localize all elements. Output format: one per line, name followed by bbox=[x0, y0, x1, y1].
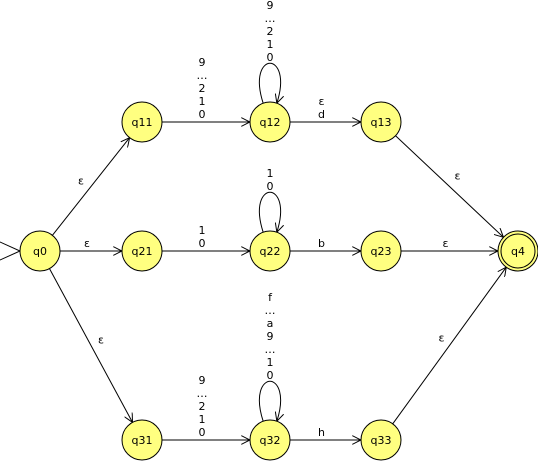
transition-label: ε bbox=[84, 237, 90, 250]
transition-label: 9 bbox=[267, 0, 274, 12]
transition-label: 1 bbox=[199, 413, 206, 426]
transition-label: 0 bbox=[199, 108, 206, 121]
transition-label: … bbox=[265, 304, 276, 317]
transition-label: … bbox=[197, 387, 208, 400]
transition-label: 1 bbox=[199, 95, 206, 108]
state-circle bbox=[121, 419, 163, 461]
state-circle bbox=[121, 230, 163, 272]
transition-q13-q4: ε bbox=[395, 135, 504, 238]
state-q33: q33 bbox=[360, 419, 402, 461]
transition-label: 2 bbox=[199, 400, 206, 413]
self-loop-edge bbox=[258, 192, 280, 232]
transition-label: 1 bbox=[199, 224, 206, 237]
state-circle bbox=[121, 101, 163, 143]
state-q31: q31 bbox=[121, 419, 163, 461]
state-q13: q13 bbox=[360, 101, 402, 143]
transition-label: b bbox=[318, 237, 325, 250]
transition-q11-q12: 9…210 bbox=[162, 56, 250, 122]
transition-label: 9 bbox=[199, 374, 206, 387]
transition-label: 2 bbox=[267, 25, 274, 38]
transition-label: d bbox=[318, 108, 325, 121]
state-label: q22 bbox=[260, 245, 281, 258]
state-circle bbox=[360, 101, 402, 143]
state-label: q33 bbox=[371, 434, 392, 447]
state-label: q23 bbox=[371, 245, 392, 258]
transition-label: ε bbox=[455, 170, 461, 183]
transition-q0-q21: ε bbox=[60, 237, 122, 251]
accepting-ring bbox=[500, 233, 536, 269]
state-circle bbox=[249, 101, 291, 143]
transition-label: 9 bbox=[199, 56, 206, 69]
transition-q23-q4: ε bbox=[401, 237, 498, 251]
transition-label: 1 bbox=[267, 38, 274, 51]
transition-q21-q22: 10 bbox=[162, 224, 250, 251]
transition-label: … bbox=[265, 343, 276, 356]
transition-label: 0 bbox=[267, 180, 274, 193]
transition-label: 0 bbox=[199, 426, 206, 439]
state-circle bbox=[360, 419, 402, 461]
self-loop-edge bbox=[258, 381, 280, 421]
transition-label: h bbox=[318, 426, 325, 439]
states: q0 q11 q12 q13 q21 q22 q23 q31 q32 q33 q4 bbox=[19, 101, 538, 461]
state-q32: q32 bbox=[249, 419, 291, 461]
state-circle bbox=[497, 230, 538, 272]
transition-q32-q33: h bbox=[290, 426, 361, 440]
state-q23: q23 bbox=[360, 230, 402, 272]
state-label: q31 bbox=[132, 434, 153, 447]
transition-label: ε bbox=[443, 237, 449, 250]
state-q4: q4 bbox=[497, 230, 538, 272]
state-circle bbox=[249, 230, 291, 272]
state-q22: q22 bbox=[249, 230, 291, 272]
state-q21: q21 bbox=[121, 230, 163, 272]
transition-label: 0 bbox=[267, 369, 274, 382]
transition-label: 2 bbox=[199, 82, 206, 95]
state-label: q11 bbox=[132, 116, 153, 129]
state-label: q32 bbox=[260, 434, 281, 447]
transition-label: ε bbox=[78, 175, 84, 188]
transition-q0-q31: ε bbox=[49, 268, 132, 423]
transition-label: 0 bbox=[267, 51, 274, 64]
transition-q12-q12: 9…210 bbox=[258, 0, 280, 103]
state-circle bbox=[249, 419, 291, 461]
transition-q32-q32: f…a9…10 bbox=[258, 291, 280, 421]
state-label: q0 bbox=[33, 245, 47, 258]
self-loop-edge bbox=[258, 63, 280, 103]
transition-q0-q11: ε bbox=[52, 138, 129, 236]
transition-label: ε bbox=[98, 334, 104, 347]
transition-q22-q23: b bbox=[290, 237, 361, 251]
state-label: q12 bbox=[260, 116, 281, 129]
transition-edge bbox=[392, 267, 507, 425]
start-state-marker bbox=[0, 241, 22, 261]
transition-label: 0 bbox=[199, 237, 206, 250]
state-circle bbox=[19, 230, 61, 272]
transition-label: ε bbox=[319, 95, 325, 108]
state-label: q4 bbox=[511, 245, 525, 258]
transition-label: ε bbox=[439, 332, 445, 345]
state-q11: q11 bbox=[121, 101, 163, 143]
transition-label: 9 bbox=[267, 330, 274, 343]
transition-q33-q4: ε bbox=[392, 267, 507, 425]
transition-q31-q32: 9…210 bbox=[162, 374, 250, 440]
transition-label: a bbox=[267, 317, 274, 330]
transition-q12-q13: εd bbox=[290, 95, 361, 122]
state-label: q13 bbox=[371, 116, 392, 129]
transition-label: … bbox=[265, 12, 276, 25]
state-circle bbox=[360, 230, 402, 272]
transition-label: … bbox=[197, 69, 208, 82]
transition-edge bbox=[49, 268, 132, 423]
state-q12: q12 bbox=[249, 101, 291, 143]
transition-q22-q22: 10 bbox=[258, 167, 280, 232]
transition-edge bbox=[395, 135, 504, 238]
transition-edge bbox=[52, 138, 129, 236]
transition-label: 1 bbox=[267, 356, 274, 369]
transition-label: f bbox=[268, 291, 273, 304]
state-label: q21 bbox=[132, 245, 153, 258]
state-q0: q0 bbox=[19, 230, 61, 272]
transition-label: 1 bbox=[267, 167, 274, 180]
